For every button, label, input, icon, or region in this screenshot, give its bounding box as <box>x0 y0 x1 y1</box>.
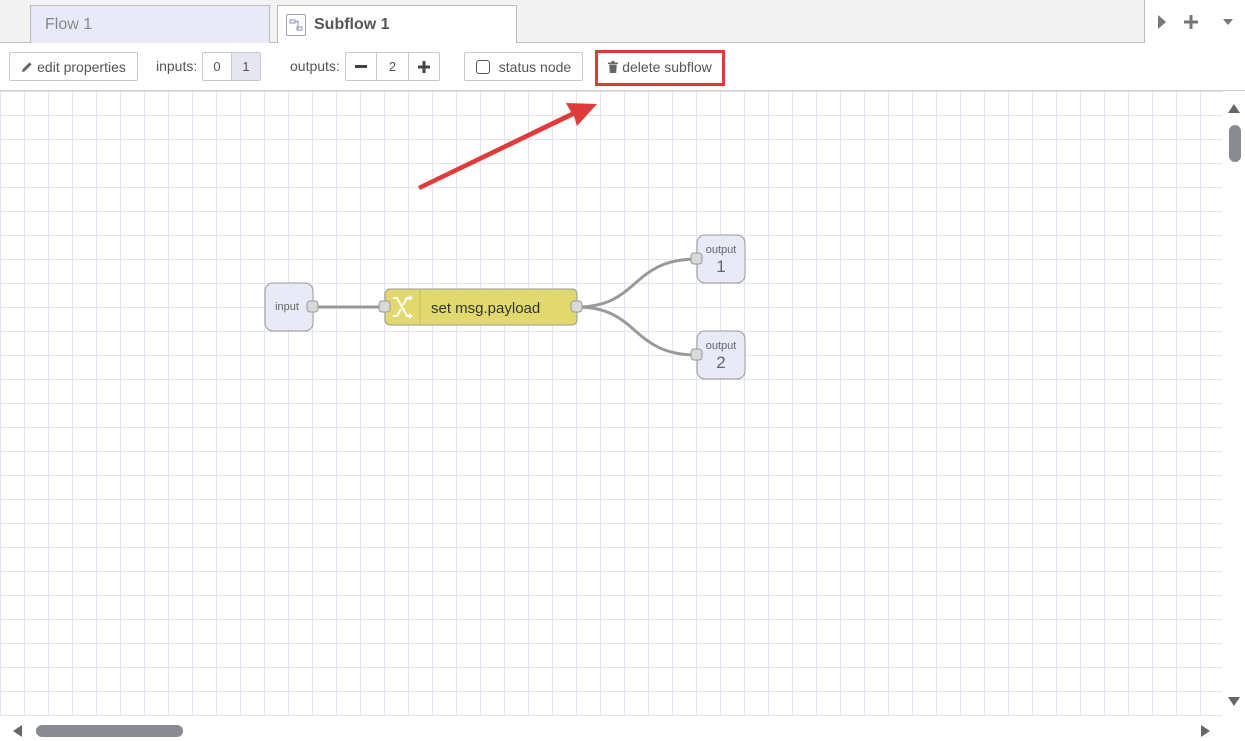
wire-change-to-output-1[interactable] <box>576 257 698 309</box>
scroll-right-icon[interactable] <box>1201 725 1210 737</box>
change-node-output-port[interactable] <box>570 300 583 313</box>
add-flow-icon[interactable] <box>1174 0 1207 43</box>
tab-subflow-1[interactable]: Subflow 1 <box>277 5 517 44</box>
delete-subflow-button[interactable]: delete subflow <box>598 52 722 81</box>
pencil-icon <box>21 61 33 73</box>
scroll-up-icon[interactable] <box>1228 104 1240 113</box>
scroll-tabs-right-icon[interactable] <box>1145 0 1178 43</box>
tab-menu-chevron-down-icon[interactable] <box>1211 0 1244 43</box>
annotation-highlight-box <box>595 50 725 86</box>
tab-label: Flow 1 <box>45 15 93 33</box>
vertical-scroll-thumb[interactable] <box>1229 125 1241 162</box>
vertical-scrollbar[interactable] <box>1222 91 1245 716</box>
subflow-icon <box>286 14 306 36</box>
output-node-input-port[interactable] <box>690 252 703 265</box>
tab-controls <box>1144 0 1245 43</box>
subflow-output-node-1[interactable]: output 1 <box>690 234 746 284</box>
inputs-option-1[interactable]: 1 <box>231 52 261 81</box>
horizontal-scroll-thumb[interactable] <box>36 725 183 737</box>
input-node-label: input <box>275 301 299 313</box>
plus-icon <box>418 60 430 73</box>
inputs-label: inputs: <box>156 58 198 74</box>
horizontal-scrollbar[interactable] <box>0 716 1245 741</box>
subflow-output-node-2[interactable]: output 2 <box>690 330 746 380</box>
change-node-input-port[interactable] <box>378 300 391 313</box>
edit-properties-label: edit properties <box>37 58 126 75</box>
output-node-label: output <box>706 244 737 256</box>
output-node-input-port[interactable] <box>690 348 703 361</box>
status-node-label: status node <box>498 58 572 75</box>
tab-label: Subflow 1 <box>314 16 390 33</box>
checkbox-icon[interactable] <box>475 59 490 74</box>
workspace-tab-bar: Flow 1 Subflow 1 <box>0 0 1245 44</box>
change-node[interactable]: set msg.payload <box>378 288 583 326</box>
option-label: 0 <box>213 59 221 74</box>
scroll-down-icon[interactable] <box>1228 697 1240 706</box>
minus-icon <box>355 64 367 69</box>
edit-properties-button[interactable]: edit properties <box>9 52 138 81</box>
trash-icon <box>608 60 619 73</box>
increase-outputs-button[interactable] <box>408 52 440 81</box>
outputs-label: outputs: <box>290 58 340 74</box>
scroll-left-icon[interactable] <box>13 725 22 737</box>
flow-canvas: input set msg.payload <box>264 234 746 380</box>
tab-flow-1[interactable]: Flow 1 <box>30 5 270 43</box>
output-node-label: output <box>706 340 737 352</box>
output-node-number: 2 <box>716 353 725 372</box>
subflow-input-node[interactable]: input <box>264 282 319 332</box>
status-node-toggle[interactable]: status node <box>464 52 583 81</box>
shuffle-icon <box>393 295 413 319</box>
delete-subflow-label: delete subflow <box>622 58 712 75</box>
wire-change-to-output-2[interactable] <box>576 305 698 357</box>
workspace-canvas[interactable]: input set msg.payload <box>0 91 1222 716</box>
input-node-output-port[interactable] <box>306 300 319 313</box>
change-node-label: set msg.payload <box>431 300 540 317</box>
outputs-count-value: 2 <box>388 59 397 74</box>
output-node-number: 1 <box>716 257 725 276</box>
option-label: 1 <box>242 59 250 74</box>
